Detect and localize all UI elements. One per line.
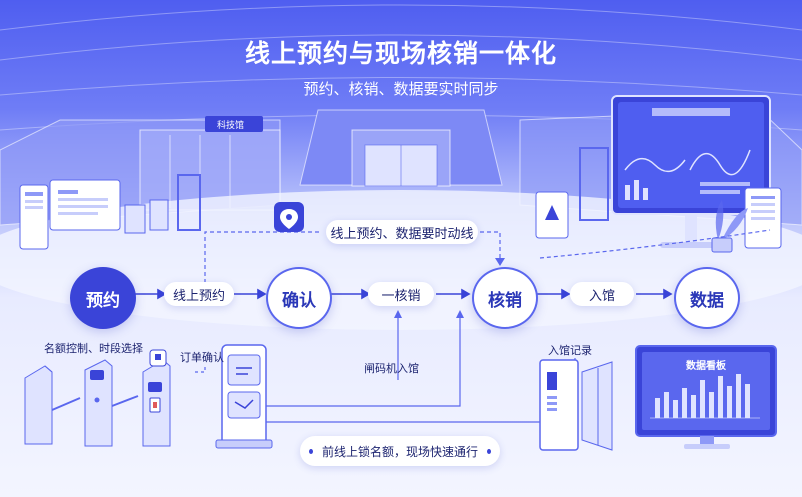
sync-label: 线上预约、数据要时动线 [326, 220, 478, 244]
node-verify: 核销 [472, 267, 538, 329]
annotation-order: 订单确认 [180, 351, 224, 364]
main-flow-arrows [134, 288, 673, 300]
node-confirm: 确认 [266, 267, 332, 329]
connector-lines [195, 318, 576, 423]
top-right-dashboard [535, 95, 782, 253]
arrow-label-verify: 一核销 [368, 282, 434, 306]
building-sign: 科技馆 [217, 121, 245, 131]
bottom-left-turnstiles [24, 349, 171, 447]
arrow-label-entry: 入馆 [570, 282, 634, 306]
bullet-dot-right [487, 448, 491, 454]
dashboard-title: 数据看板 [686, 361, 726, 372]
entry-gate [539, 359, 613, 451]
annotation-quota: 名额控制、时段选择 [44, 342, 143, 355]
bullet-dot-left [309, 448, 313, 454]
page-subtitle: 预约、核销、数据要实时同步 [303, 80, 499, 98]
node-reserve: 预约 [70, 267, 136, 329]
central-building [299, 109, 503, 187]
arrow-label-online-reserve: 线上预约 [164, 282, 234, 306]
ticket-kiosk [215, 344, 273, 449]
footer-note: 前线上锁名额，现场快速通行 [321, 444, 478, 459]
bottom-right-dashboard [635, 345, 777, 449]
location-pin-icon [274, 202, 304, 232]
sync-arrow-head [495, 258, 505, 266]
page-title: 线上预约与现场核销一体化 [244, 39, 557, 68]
annotation-entry: 入馆记录 [548, 344, 592, 357]
annotation-gate: 闸码机入馆 [364, 362, 419, 375]
node-data: 数据 [674, 267, 740, 329]
footer-note-pill: 前线上锁名额，现场快速通行 [300, 436, 500, 466]
left-signboards [19, 174, 201, 250]
